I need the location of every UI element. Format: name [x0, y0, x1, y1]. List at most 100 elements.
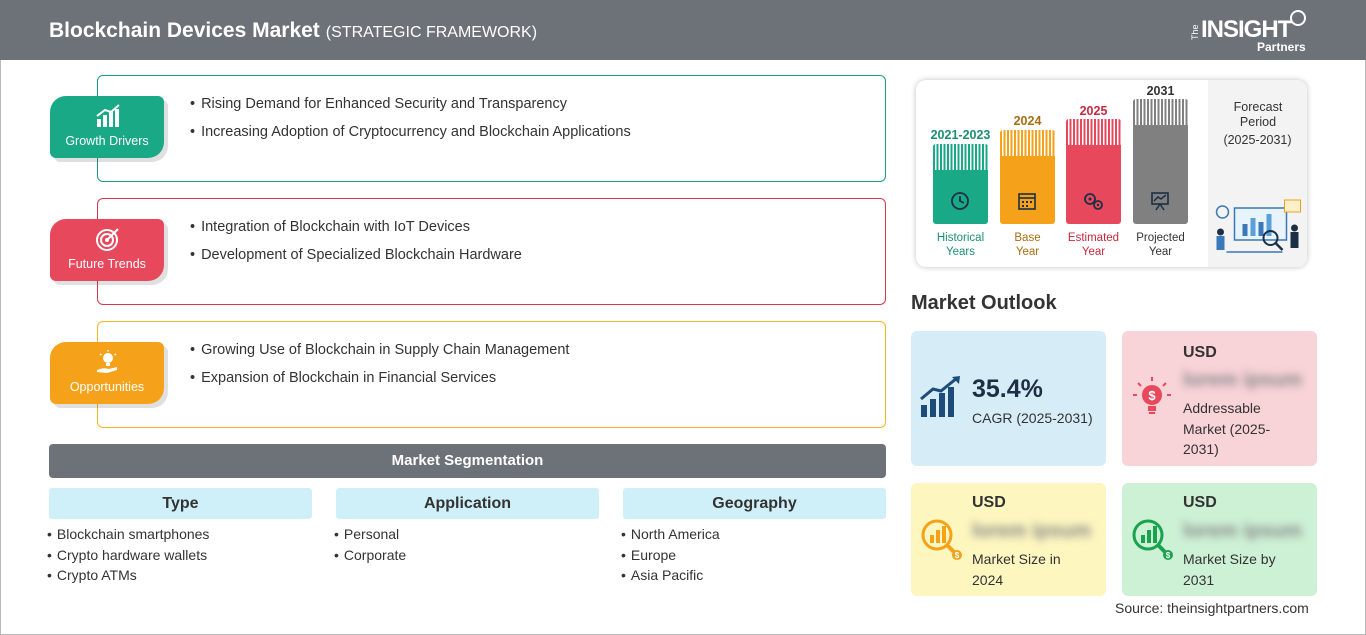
- magnifier-chart-icon: $: [921, 519, 962, 560]
- timeline-label-line: Base: [1014, 232, 1041, 244]
- growth-drivers-list: Rising Demand for Enhanced Security and …: [190, 96, 631, 152]
- timeline-bar: [933, 144, 988, 224]
- timeline-bar: [1000, 130, 1055, 224]
- bar-stripes: [1066, 119, 1121, 145]
- size-2024-label: Market Size in 2024: [972, 551, 1061, 588]
- svg-text:$: $: [955, 551, 960, 560]
- list-item: Crypto ATMs: [47, 567, 209, 588]
- svg-text:$: $: [1166, 551, 1171, 560]
- growth-drivers-label: Growth Drivers: [65, 134, 149, 148]
- target-icon: [96, 228, 119, 251]
- list-item: Expansion of Blockchain in Financial Ser…: [190, 370, 569, 398]
- opportunities-box: Growing Use of Blockchain in Supply Chai…: [97, 321, 886, 428]
- cagr-card: 35.4% CAGR (2025-2031): [911, 331, 1106, 466]
- lightbulb-hand-icon: [97, 350, 117, 373]
- size-2031-label: Market Size by 2031: [1183, 551, 1276, 588]
- segment-type-header: Type: [49, 488, 312, 519]
- cagr-label: CAGR (2025-2031): [972, 410, 1093, 426]
- list-item: Development of Specialized Blockchain Ha…: [190, 247, 522, 275]
- segment-application-header: Application: [336, 488, 599, 519]
- timeline-bar: [1133, 99, 1188, 224]
- market-size-2031-card: $ USD lorem ipsum Market Size by 2031: [1122, 483, 1317, 596]
- bar-chart-up-icon: [96, 104, 120, 127]
- market-size-2024-card: $ USD lorem ipsum Market Size in 2024: [911, 483, 1106, 596]
- list-item: Rising Demand for Enhanced Security and …: [190, 96, 631, 124]
- page-header: Blockchain Devices Market (STRATEGIC FRAM…: [0, 0, 1366, 60]
- opportunities-badge: Opportunities: [50, 342, 164, 404]
- logo-main: INSIGHT: [1201, 16, 1292, 43]
- history-icon: [951, 192, 969, 210]
- list-item: Personal: [334, 526, 406, 547]
- list-item: Blockchain smartphones: [47, 526, 210, 547]
- growth-drivers-badge: Growth Drivers: [50, 96, 164, 158]
- forecast-range: (2025-2031): [1223, 133, 1292, 147]
- segment-type-list: Blockchain smartphones Crypto hardware w…: [47, 526, 210, 588]
- list-item: Increasing Adoption of Cryptocurrency an…: [190, 124, 631, 152]
- segment-geography-header: Geography: [623, 488, 886, 519]
- list-item: Growing Use of Blockchain in Supply Chai…: [190, 342, 569, 370]
- forecast-title: Forecast Period: [1233, 100, 1283, 129]
- future-trends-box: Integration of Blockchain with IoT Devic…: [97, 198, 886, 305]
- growth-chart-icon: [920, 376, 960, 417]
- addressable-label: Addressable Market (2025-2031): [1183, 400, 1271, 457]
- insight-partners-logo: The INSIGHT Partners: [1190, 10, 1320, 54]
- timeline-label-line: Estimated: [1067, 232, 1120, 244]
- future-trends-label: Future Trends: [68, 257, 146, 271]
- list-item: North America: [621, 526, 720, 547]
- bar-stripes: [1133, 99, 1188, 125]
- timeline-bar: [1066, 119, 1121, 224]
- timeline-label-line: Year: [1148, 246, 1173, 258]
- addressable-currency: USD: [1183, 344, 1217, 361]
- timeline-year: 2021-2023: [930, 128, 991, 142]
- addressable-market-card: $ USD lorem ipsum Addressable Market (20…: [1122, 331, 1317, 466]
- segment-geography-list: North America Europe Asia Pacific: [621, 526, 720, 588]
- timeline-label-line: Year: [1015, 246, 1040, 258]
- timeline-label-line: Year: [1081, 246, 1106, 258]
- analytics-people-icon: [1215, 199, 1301, 253]
- addressable-value: lorem ipsum: [1183, 369, 1302, 391]
- timeline-year: 2024: [1013, 114, 1042, 128]
- list-item: Corporate: [334, 547, 406, 568]
- growth-drivers-box: Rising Demand for Enhanced Security and …: [97, 75, 886, 182]
- logo-sub: Partners: [1257, 40, 1306, 54]
- opportunities-list: Growing Use of Blockchain in Supply Chai…: [190, 342, 569, 398]
- lightbulb-dollar-icon: $: [1133, 377, 1171, 414]
- list-item: Europe: [621, 547, 720, 568]
- segment-application-list: Personal Corporate: [334, 526, 406, 567]
- logo-prefix: The: [1190, 24, 1200, 40]
- bar-stripes: [1000, 130, 1055, 156]
- size-2031-value: lorem ipsum: [1183, 520, 1302, 542]
- page-subtitle: (STRATEGIC FRAMEWORK): [325, 24, 538, 41]
- size-2024-currency: USD: [972, 494, 1006, 511]
- calendar-icon: [1018, 193, 1036, 210]
- presentation-icon: [1151, 192, 1169, 211]
- timeline-label-line: Years: [946, 246, 975, 258]
- title-text: Blockchain Devices Market: [49, 19, 320, 42]
- list-item: Crypto hardware wallets: [47, 547, 209, 568]
- forecast-period-panel: Forecast Period (2025-2031): [1208, 80, 1307, 267]
- timeline-year: 2025: [1079, 104, 1108, 118]
- source-note: Source: theinsightpartners.com: [1115, 600, 1309, 616]
- opportunities-label: Opportunities: [69, 380, 145, 394]
- size-2031-currency: USD: [1183, 494, 1217, 511]
- timeline-year: 2031: [1146, 84, 1175, 98]
- logo-ring-icon: [1290, 10, 1306, 26]
- future-trends-list: Integration of Blockchain with IoT Devic…: [190, 219, 522, 275]
- market-segmentation-bar: Market Segmentation: [49, 444, 886, 478]
- svg-text:$: $: [1148, 388, 1156, 403]
- future-trends-badge: Future Trends: [50, 219, 164, 281]
- market-outlook-title: Market Outlook: [911, 292, 1057, 314]
- cagr-value: 35.4%: [972, 375, 1043, 403]
- magnifier-growth-icon: $: [1132, 519, 1173, 560]
- gears-icon: [1084, 193, 1103, 210]
- size-2024-value: lorem ipsum: [972, 520, 1091, 542]
- timeline-label-line: Projected: [1136, 232, 1185, 244]
- bar-stripes: [933, 144, 988, 170]
- list-item: Asia Pacific: [621, 567, 720, 588]
- timeline-label-line: Historical: [936, 232, 985, 244]
- list-item: Integration of Blockchain with IoT Devic…: [190, 219, 522, 247]
